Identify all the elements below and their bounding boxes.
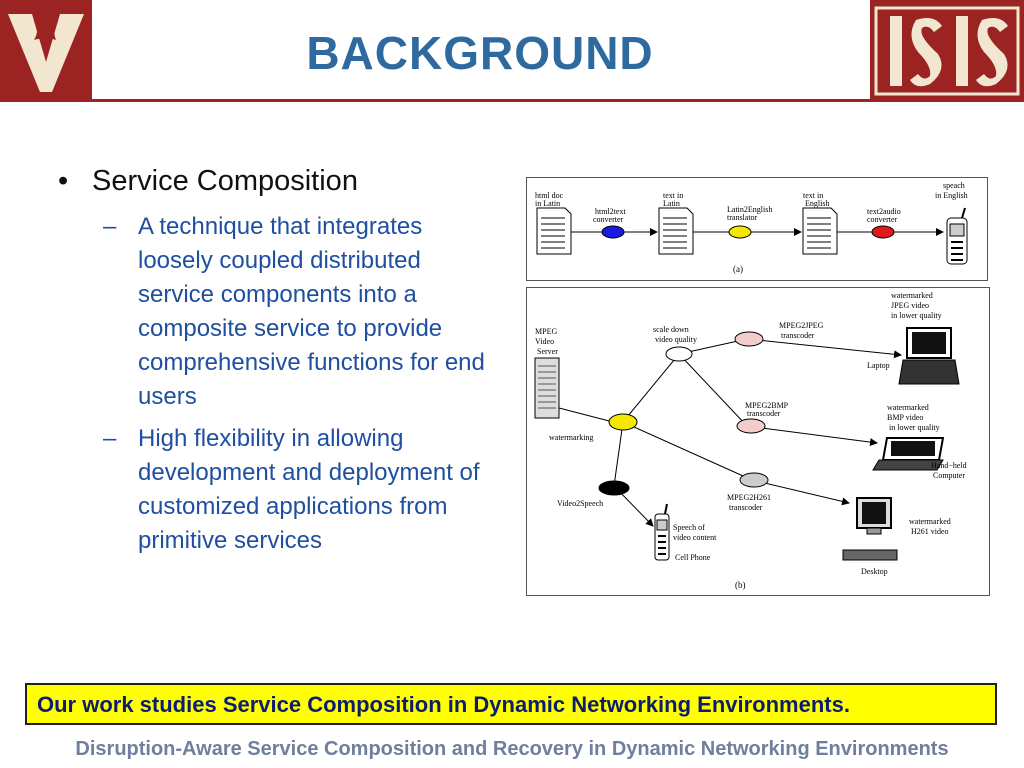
label: MPEG2JPEG bbox=[779, 321, 824, 330]
label: watermarked bbox=[909, 517, 951, 526]
callout-box: Our work studies Service Composition in … bbox=[25, 683, 997, 725]
document-icon bbox=[802, 207, 838, 255]
label: JPEG video bbox=[891, 301, 929, 310]
label: Hand−held bbox=[931, 461, 967, 470]
label: scale down bbox=[653, 325, 689, 334]
service-node bbox=[665, 346, 693, 362]
document-icon bbox=[536, 207, 572, 255]
label: html doc bbox=[535, 191, 564, 200]
label: converter bbox=[867, 215, 898, 224]
label: watermarking bbox=[549, 433, 593, 442]
sub-bullet-item: – High flexibility in allowing developme… bbox=[58, 422, 503, 558]
service-node bbox=[739, 472, 769, 488]
dash-icon: – bbox=[103, 213, 117, 240]
service-node bbox=[608, 413, 638, 431]
label: MPEG bbox=[535, 327, 557, 336]
label: Video2Speech bbox=[557, 499, 603, 508]
bullet-dot-icon: • bbox=[58, 165, 69, 197]
label: watermarked bbox=[887, 403, 929, 412]
cell-phone-icon bbox=[654, 503, 670, 561]
label: html2text bbox=[595, 207, 626, 216]
label: English bbox=[805, 199, 829, 208]
label: Latin bbox=[663, 199, 680, 208]
label: Latin2English bbox=[727, 205, 772, 214]
label: in lower quality bbox=[891, 311, 942, 320]
service-node bbox=[734, 331, 764, 347]
vanderbilt-logo bbox=[0, 0, 92, 102]
label: video content bbox=[673, 533, 717, 542]
service-node bbox=[871, 225, 895, 239]
label: text2audio bbox=[867, 207, 901, 216]
figure-b: MPEG Video Server scale down video quali… bbox=[526, 287, 990, 596]
service-node bbox=[601, 225, 625, 239]
label: text in bbox=[803, 191, 823, 200]
desktop-computer-icon bbox=[842, 497, 898, 561]
label: Laptop bbox=[867, 361, 890, 370]
label: in Latin bbox=[535, 199, 560, 208]
isis-logo bbox=[870, 0, 1024, 102]
service-node bbox=[728, 225, 752, 239]
phone-icon bbox=[946, 207, 968, 265]
bullet-item: • Service Composition bbox=[58, 165, 503, 198]
slide-title: BACKGROUND bbox=[306, 27, 654, 79]
figure-a: html doc in Latin html2text converter te… bbox=[526, 177, 988, 281]
label: Video bbox=[535, 337, 554, 346]
label: Server bbox=[537, 347, 558, 356]
title-divider bbox=[92, 99, 870, 102]
label: BMP video bbox=[887, 413, 923, 422]
laptop-icon bbox=[898, 327, 960, 385]
label: watermarked bbox=[891, 291, 933, 300]
bullet-list: • Service Composition – A technique that… bbox=[58, 165, 503, 558]
server-icon bbox=[534, 357, 560, 419]
bullet-text: Service Composition bbox=[92, 165, 358, 197]
label: H261 video bbox=[911, 527, 949, 536]
label: speach bbox=[943, 181, 965, 190]
label: in English bbox=[935, 191, 968, 200]
service-node bbox=[736, 418, 766, 434]
label: converter bbox=[593, 215, 624, 224]
figure-caption: (b) bbox=[735, 580, 746, 590]
label: Speech of bbox=[673, 523, 705, 532]
label: Cell Phone bbox=[675, 553, 711, 562]
figure-caption: (a) bbox=[733, 264, 743, 274]
label: text in bbox=[663, 191, 683, 200]
label: Computer bbox=[933, 471, 965, 480]
sub-bullet-text: A technique that integrates loosely coup… bbox=[138, 213, 485, 410]
sub-bullet-item: – A technique that integrates loosely co… bbox=[58, 210, 503, 414]
dash-icon: – bbox=[103, 425, 117, 452]
label: translator bbox=[727, 213, 758, 222]
label: in lower quality bbox=[889, 423, 940, 432]
document-icon bbox=[658, 207, 694, 255]
label: MPEG2BMP bbox=[745, 401, 789, 410]
label: MPEG2H261 bbox=[727, 493, 771, 502]
label: Desktop bbox=[861, 567, 888, 576]
label: transcoder bbox=[747, 409, 781, 418]
service-node bbox=[598, 480, 630, 496]
slide-footer: Disruption-Aware Service Composition and… bbox=[75, 738, 949, 760]
sub-bullet-text: High flexibility in allowing development… bbox=[138, 425, 480, 554]
label: transcoder bbox=[729, 503, 763, 512]
label: transcoder bbox=[781, 331, 815, 340]
label: video quality bbox=[655, 335, 697, 344]
handheld-computer-icon bbox=[872, 437, 945, 471]
